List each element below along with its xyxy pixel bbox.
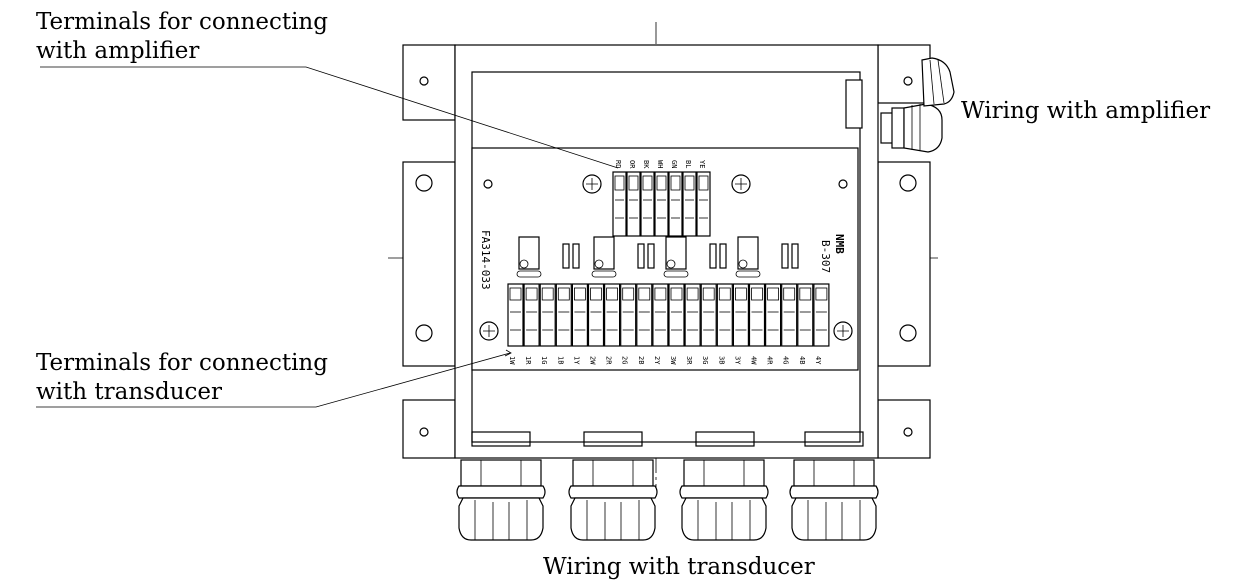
callout-transducer-wiring: Wiring with transducer bbox=[543, 554, 815, 580]
board-model: B-307 bbox=[819, 240, 832, 273]
transducer-terminal-3y[interactable] bbox=[732, 283, 750, 347]
transducer-terminal-4g[interactable] bbox=[781, 283, 798, 347]
transducer-terminal-3b[interactable] bbox=[716, 283, 733, 347]
transducer-terminal-label: 2B bbox=[637, 356, 645, 364]
board-components bbox=[516, 236, 799, 278]
transducer-terminal-label: 3R bbox=[685, 356, 693, 365]
cable-gland bbox=[789, 459, 879, 541]
transducer-terminal-label: 3G bbox=[701, 356, 709, 364]
amplifier-cable-gland bbox=[845, 57, 955, 153]
transducer-terminal-3r[interactable] bbox=[684, 283, 701, 347]
amp-terminal-label: WH bbox=[656, 160, 664, 168]
cable-gland bbox=[456, 459, 546, 541]
cable-gland bbox=[679, 459, 769, 541]
component bbox=[735, 236, 799, 278]
amp-terminal-ye[interactable] bbox=[696, 171, 711, 237]
amp-terminal-or[interactable] bbox=[626, 171, 641, 237]
callout-amplifier-terminals-2: with amplifier bbox=[36, 38, 199, 64]
transducer-terminal-4b[interactable] bbox=[797, 283, 814, 347]
transducer-terminal-2b[interactable] bbox=[636, 283, 653, 347]
transducer-terminal-label: 3B bbox=[717, 356, 725, 364]
callout-amplifier-wiring: Wiring with amplifier bbox=[961, 98, 1210, 124]
transducer-terminal-1y[interactable] bbox=[571, 283, 589, 347]
amp-terminal-gn[interactable] bbox=[668, 171, 683, 237]
board-hole bbox=[483, 179, 493, 189]
amp-terminal-label: BK bbox=[642, 160, 650, 169]
transducer-terminal-3w[interactable] bbox=[668, 283, 685, 347]
transducer-terminal-1w[interactable] bbox=[507, 283, 524, 347]
transducer-terminal-2r[interactable] bbox=[603, 283, 621, 347]
component bbox=[663, 236, 727, 278]
transducer-terminal-1g[interactable] bbox=[539, 283, 556, 347]
board-hole bbox=[838, 179, 848, 189]
callout-amplifier-terminals: Terminals for connecting bbox=[36, 9, 328, 35]
cable-entry-openings bbox=[471, 431, 864, 447]
transducer-terminal-label: 1Y bbox=[572, 356, 580, 365]
amp-terminal-label: YE bbox=[698, 160, 706, 168]
transducer-terminal-3g[interactable] bbox=[700, 283, 717, 347]
callout-transducer-terminals-2: with transducer bbox=[36, 379, 222, 405]
transducer-terminal-4y[interactable] bbox=[813, 283, 830, 347]
transducer-terminal-2w[interactable] bbox=[587, 283, 605, 347]
transducer-terminal-label: 1R bbox=[524, 356, 532, 365]
transducer-terminal-label: 1G bbox=[540, 356, 548, 364]
amp-terminal-label: GN bbox=[670, 160, 678, 168]
amplifier-terminal-labels: RD OR BK WH GN BL YE bbox=[614, 160, 706, 169]
transducer-terminal-label: 1B bbox=[556, 356, 564, 364]
transducer-terminal-label: 4W bbox=[750, 356, 758, 365]
transducer-terminal-block[interactable] bbox=[507, 283, 830, 347]
component bbox=[591, 236, 655, 278]
transducer-terminal-label: 2G bbox=[621, 356, 629, 364]
amp-terminal-label: OR bbox=[628, 160, 636, 169]
board-screws bbox=[479, 174, 853, 341]
leader-lines bbox=[36, 66, 619, 408]
transducer-terminal-labels: 1W 1R 1G 1B 1Y 2W 2R 2G 2B 2Y 3W 3R 3G 3B 3Y 4W 4R 4G 4B 4Y bbox=[508, 356, 822, 365]
transducer-terminal-1b[interactable] bbox=[555, 283, 572, 347]
transducer-terminal-1r[interactable] bbox=[523, 283, 540, 347]
amp-terminal-bk[interactable] bbox=[640, 171, 655, 237]
transducer-terminal-4r[interactable] bbox=[764, 283, 782, 347]
transducer-terminal-2y[interactable] bbox=[652, 283, 669, 347]
transducer-terminal-label: 4R bbox=[766, 356, 774, 365]
transducer-terminal-label: 1W bbox=[508, 356, 516, 365]
amp-terminal-bl[interactable] bbox=[682, 171, 697, 237]
board-part-number: FA314-033 bbox=[479, 230, 492, 290]
transducer-terminal-label: 2R bbox=[605, 356, 613, 365]
amplifier-terminal-block[interactable] bbox=[612, 171, 711, 237]
amp-terminal-rd[interactable] bbox=[612, 171, 627, 237]
board-brand: NMB bbox=[833, 234, 846, 254]
callout-transducer-terminals: Terminals for connecting bbox=[36, 350, 328, 376]
cable-gland bbox=[568, 459, 658, 541]
amp-terminal-label: BL bbox=[684, 160, 692, 168]
transducer-cable-glands bbox=[456, 459, 879, 541]
amp-terminal-wh[interactable] bbox=[654, 171, 669, 237]
transducer-terminal-4w[interactable] bbox=[748, 283, 766, 347]
transducer-terminal-label: 2W bbox=[589, 356, 597, 365]
transducer-terminal-label: 3Y bbox=[733, 356, 741, 365]
transducer-terminal-label: 4G bbox=[782, 356, 790, 364]
transducer-terminal-label: 2Y bbox=[653, 356, 661, 365]
transducer-terminal-label: 4Y bbox=[814, 356, 822, 365]
transducer-terminal-label: 3W bbox=[669, 356, 677, 365]
transducer-terminal-2g[interactable] bbox=[620, 283, 637, 347]
component bbox=[516, 236, 580, 278]
transducer-terminal-label: 4B bbox=[798, 356, 806, 364]
amp-terminal-label: RD bbox=[614, 160, 622, 168]
